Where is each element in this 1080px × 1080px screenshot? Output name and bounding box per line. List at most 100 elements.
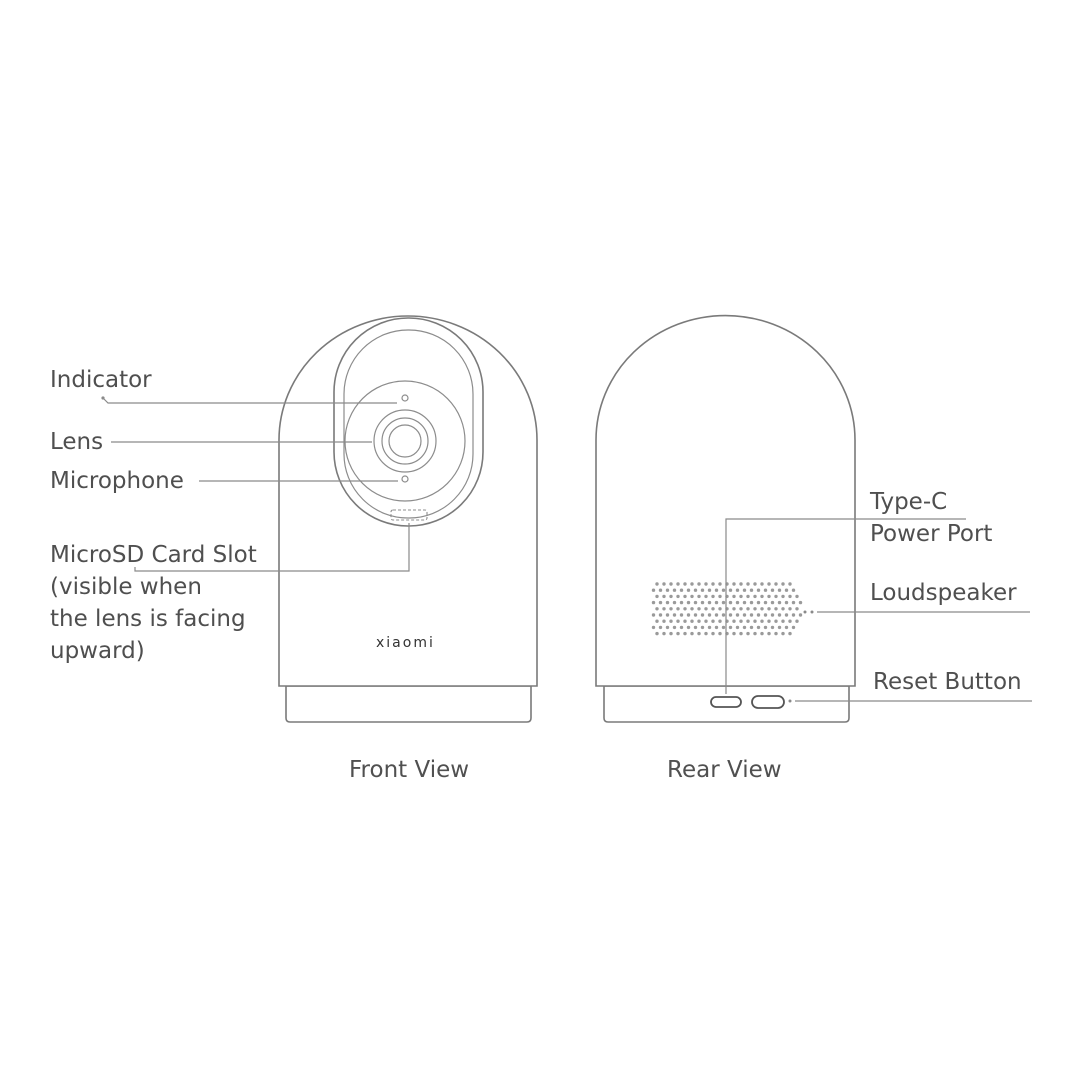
microsd-label: MicroSD Card Slot (visible when the lens… — [50, 539, 257, 667]
speaker-hole — [669, 607, 673, 611]
front-lens-module-inner — [343, 329, 474, 519]
speaker-hole — [735, 588, 740, 592]
speaker-hole — [798, 613, 803, 617]
speaker-hole — [728, 600, 733, 605]
speaker-hole — [791, 613, 796, 617]
front-view-camera — [278, 315, 538, 723]
speaker-hole — [651, 613, 656, 617]
speaker-hole — [746, 582, 750, 586]
speaker-hole — [742, 600, 747, 605]
speaker-hole — [753, 619, 757, 623]
speaker-hole — [679, 613, 684, 617]
speaker-hole — [788, 594, 792, 599]
speaker-hole — [676, 582, 680, 586]
speaker-hole — [749, 588, 754, 592]
speaker-hole — [798, 600, 803, 605]
speaker-hole — [672, 625, 677, 630]
speaker-hole — [781, 619, 785, 623]
speaker-hole — [693, 600, 698, 605]
speaker-hole — [700, 588, 705, 592]
speaker-hole — [676, 594, 680, 599]
speaker-hole — [756, 613, 761, 617]
speaker-hole — [655, 594, 659, 599]
speaker-hole — [672, 600, 677, 605]
microsd-label-line-3: the lens is facing — [50, 606, 246, 632]
speaker-hole — [655, 607, 659, 611]
speaker-hole — [791, 625, 796, 630]
rear-view-camera — [595, 314, 856, 723]
speaker-hole — [728, 588, 733, 592]
speaker-hole — [683, 619, 687, 623]
speaker-hole — [700, 600, 705, 605]
speaker-hole — [651, 600, 656, 605]
speaker-hole — [693, 588, 698, 592]
speaker-hole — [707, 625, 712, 630]
speaker-hole — [711, 631, 715, 636]
speaker-hole — [777, 600, 782, 605]
speaker-hole — [669, 631, 673, 636]
typec-label-line-2: Power Port — [870, 521, 993, 547]
indicator-label: Indicator — [50, 367, 152, 393]
speaker-hole — [718, 582, 722, 586]
speaker-hole — [732, 619, 736, 623]
speaker-hole — [777, 613, 782, 617]
speaker-hole — [665, 625, 670, 630]
speaker-hole — [707, 600, 712, 605]
speaker-hole — [760, 607, 764, 611]
speaker-hole — [767, 594, 771, 599]
speaker-hole — [718, 619, 722, 623]
speaker-hole — [763, 600, 768, 605]
lens-outer-ring — [373, 409, 437, 473]
speaker-hole — [767, 582, 771, 586]
speaker-hole — [686, 625, 691, 630]
front-camera-base — [285, 685, 532, 723]
speaker-hole — [662, 594, 666, 599]
lens-label: Lens — [50, 429, 104, 455]
speaker-hole — [735, 625, 740, 630]
speaker-hole — [697, 619, 701, 623]
speaker-hole — [774, 619, 778, 623]
speaker-hole — [795, 607, 799, 611]
speaker-hole — [658, 600, 663, 605]
speaker-hole — [732, 582, 736, 586]
speaker-hole — [739, 594, 743, 599]
speaker-hole — [683, 582, 687, 586]
speaker-hole — [686, 600, 691, 605]
speaker-hole — [707, 588, 712, 592]
speaker-hole — [714, 625, 719, 630]
speaker-hole — [658, 588, 663, 592]
speaker-hole — [788, 619, 792, 623]
speaker-hole — [784, 613, 789, 617]
speaker-hole — [760, 619, 764, 623]
speaker-hole — [704, 631, 708, 636]
speaker-hole — [718, 594, 722, 599]
reset-button — [751, 695, 785, 709]
speaker-hole — [753, 594, 757, 599]
speaker-hole — [784, 600, 789, 605]
microsd-slot — [390, 509, 428, 521]
speaker-hole — [753, 631, 757, 636]
speaker-hole — [784, 625, 789, 630]
microphone-hole — [401, 475, 409, 483]
loudspeaker-label: Loudspeaker — [870, 580, 1017, 606]
speaker-hole — [774, 594, 778, 599]
speaker-hole — [711, 607, 715, 611]
speaker-hole — [788, 631, 792, 636]
speaker-hole — [774, 631, 778, 636]
speaker-hole — [746, 631, 750, 636]
speaker-hole — [711, 619, 715, 623]
speaker-hole — [739, 631, 743, 636]
rear-camera-body — [595, 314, 856, 687]
speaker-hole — [711, 582, 715, 586]
speaker-hole — [763, 625, 768, 630]
speaker-hole — [651, 625, 656, 630]
speaker-hole — [700, 625, 705, 630]
speaker-hole — [767, 607, 771, 611]
microsd-label-line-4: upward) — [50, 638, 145, 664]
speaker-hole — [791, 600, 796, 605]
microsd-label-line-2: (visible when — [50, 574, 202, 600]
speaker-hole — [777, 588, 782, 592]
microsd-leader — [134, 523, 410, 572]
speaker-hole — [739, 607, 743, 611]
